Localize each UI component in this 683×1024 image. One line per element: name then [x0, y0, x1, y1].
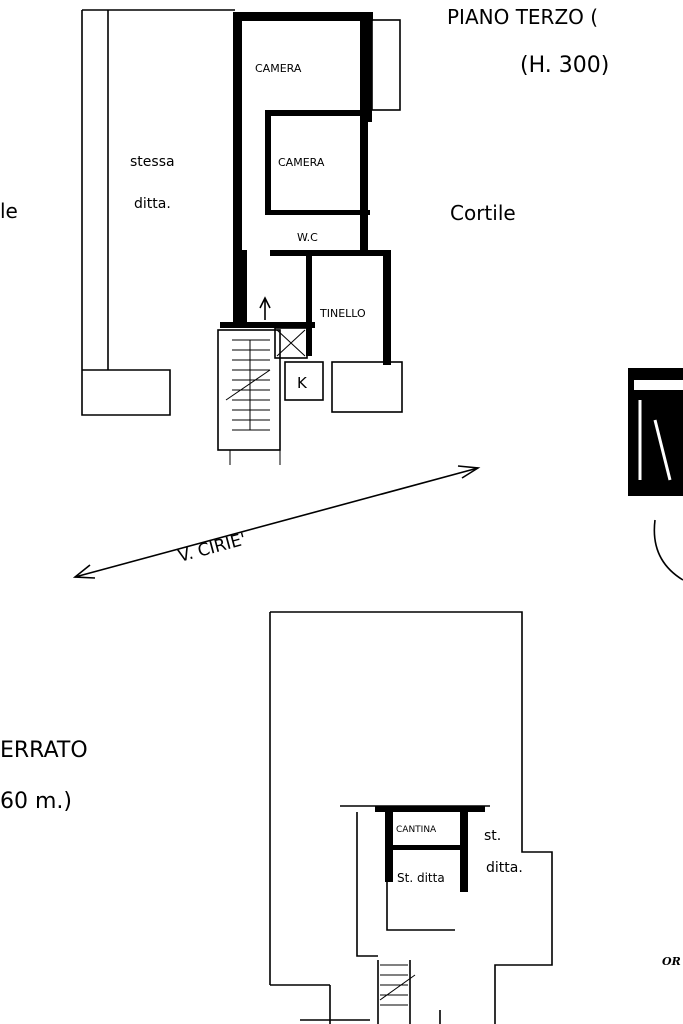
- left-partial-label: le: [0, 199, 18, 223]
- cortile-label: Cortile: [450, 201, 516, 225]
- room-label-kitchen: K: [297, 374, 308, 392]
- right-partial-label: OR: [662, 955, 681, 968]
- room-label-cantina: CANTINA: [396, 825, 437, 835]
- room-label-wc: W.C: [297, 231, 318, 244]
- room-label-camera: CAMERA: [255, 62, 302, 75]
- lower-plan-title: ERRATO: [0, 738, 88, 763]
- street-label: V. CIRIE': [176, 530, 248, 567]
- upper-floor-plan: [72, 9, 481, 579]
- room-label-tinello: TINELLO: [319, 307, 366, 320]
- stamp: [628, 368, 683, 581]
- upper-plan-height: (H. 300): [520, 53, 609, 78]
- room-label-st: st.: [484, 828, 501, 844]
- room-label-st-ditta: St. ditta: [397, 871, 445, 885]
- room-label-stessa: stessa: [130, 154, 175, 170]
- upper-plan-title: PIANO TERZO (: [447, 5, 598, 29]
- lower-plan-height: 60 m.): [0, 789, 72, 814]
- room-label-camera: CAMERA: [278, 156, 325, 169]
- lower-floor-plan: [269, 611, 553, 1024]
- room-label-ditta: ditta.: [134, 196, 171, 212]
- room-label-ditta: ditta.: [486, 860, 523, 876]
